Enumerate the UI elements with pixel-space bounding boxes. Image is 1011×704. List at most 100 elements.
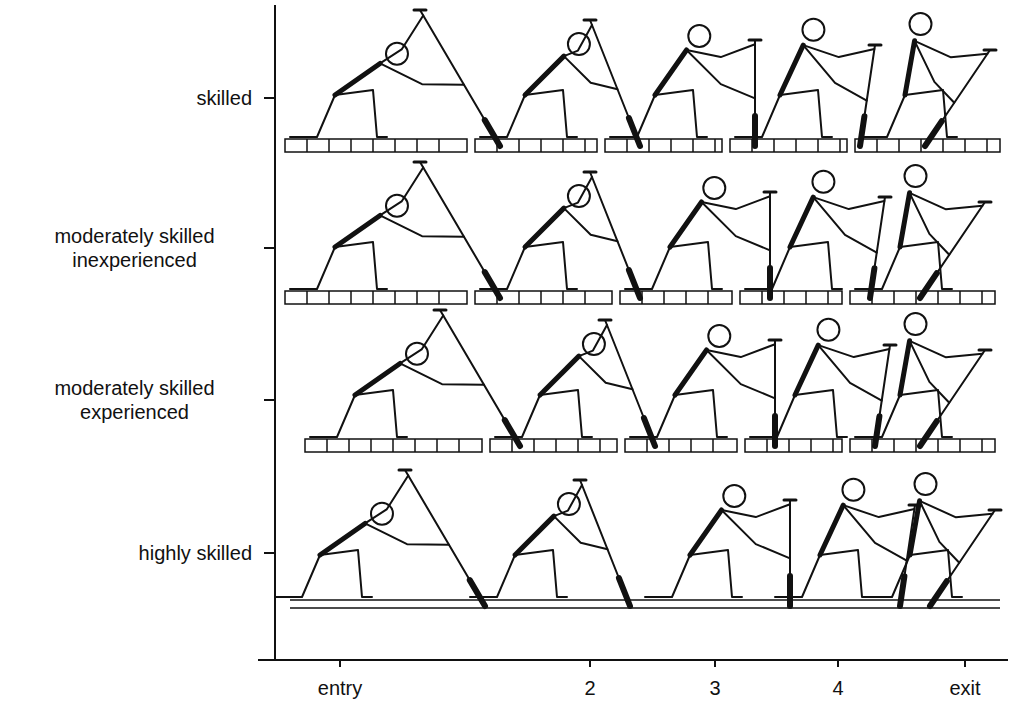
arm <box>365 475 408 523</box>
hull-segment <box>518 139 520 152</box>
hull-segment <box>438 139 440 152</box>
hull-segment <box>562 139 564 152</box>
x-tick <box>589 660 591 667</box>
arm <box>702 196 770 209</box>
head <box>842 479 864 501</box>
torso <box>540 356 579 395</box>
paddle-shaft <box>590 172 640 298</box>
arm <box>702 202 770 250</box>
x-tick <box>837 660 839 667</box>
torso <box>820 505 843 555</box>
hull-segment <box>511 439 513 452</box>
hull-band <box>740 291 842 304</box>
rear-leg <box>290 247 335 289</box>
hull-segment <box>832 439 834 452</box>
rear-leg <box>290 95 335 137</box>
paddle-shaft <box>605 320 655 446</box>
hull-segment <box>646 439 648 452</box>
torso <box>905 41 915 95</box>
hull-segment <box>761 291 763 304</box>
hull-segment <box>986 139 988 152</box>
hull-segment <box>584 291 586 304</box>
hull-segment <box>577 439 579 452</box>
torso <box>795 345 818 395</box>
hull-segment <box>685 291 687 304</box>
row-label: highly skilled <box>139 541 252 565</box>
paddler-figure <box>290 162 500 298</box>
paddler-figure <box>480 20 640 146</box>
torso <box>675 350 707 395</box>
arm <box>687 44 755 57</box>
hull-segment <box>817 139 819 152</box>
hull-segment <box>438 291 440 304</box>
hull-segment <box>714 139 716 152</box>
arm <box>400 363 484 384</box>
paddler-figure <box>470 480 630 606</box>
rear-leg <box>470 555 515 597</box>
hull-segment <box>773 139 775 152</box>
arm <box>380 215 464 236</box>
rear-leg <box>495 395 540 437</box>
rear-leg <box>610 95 655 137</box>
hull-segment <box>306 291 308 304</box>
y-tick <box>264 399 275 401</box>
paddle-grip <box>989 509 1001 512</box>
paddle-blade <box>787 576 793 606</box>
torso <box>910 501 920 555</box>
arm <box>818 345 889 357</box>
hull-segment <box>893 439 895 452</box>
torso <box>320 523 365 555</box>
torso <box>900 193 910 247</box>
hull-segment <box>414 439 416 452</box>
paddle-grip <box>979 201 991 204</box>
rear-leg <box>855 247 900 289</box>
paddle-grip <box>434 309 446 312</box>
stroke-row <box>285 10 1000 152</box>
hull-band <box>745 439 842 452</box>
stroke-row <box>305 310 995 452</box>
hull-segment <box>915 291 917 304</box>
rear-leg <box>645 555 690 597</box>
arm <box>554 516 608 549</box>
paddler-figure <box>855 313 991 446</box>
hull-segment <box>915 439 917 452</box>
rear-leg <box>745 247 790 289</box>
paddle-grip <box>749 39 761 42</box>
paddle-blade <box>875 416 879 446</box>
hull-segment <box>328 291 330 304</box>
front-leg <box>320 550 372 597</box>
paddler-figure <box>290 10 500 146</box>
paddler-figure <box>275 470 485 606</box>
paddle-grip <box>584 19 596 22</box>
rear-leg <box>775 555 820 597</box>
hull-segment <box>370 439 372 452</box>
paddle-shaft <box>405 470 485 606</box>
hull-segment <box>584 139 586 152</box>
hull-segment <box>959 439 961 452</box>
axis-label: 4 <box>832 676 843 700</box>
paddle-blade <box>870 268 874 298</box>
hull-segment <box>350 139 352 152</box>
head <box>802 19 824 41</box>
arm <box>687 50 755 98</box>
rear-leg <box>480 95 525 137</box>
paddle-blade <box>470 580 485 606</box>
paddle-grip <box>414 9 426 12</box>
axis-label: exit <box>949 676 980 700</box>
axis-label: 3 <box>709 676 720 700</box>
hull-segment <box>540 139 542 152</box>
hull-band <box>730 139 847 152</box>
x-tick <box>714 660 716 667</box>
hull-segment <box>827 291 829 304</box>
paddle-shaft <box>580 480 630 606</box>
hull-segment <box>712 439 714 452</box>
paddle-grip <box>414 161 426 164</box>
paddle-grip <box>769 339 781 342</box>
hull-segment <box>942 139 944 152</box>
paddle-blade <box>900 576 904 606</box>
torso <box>790 197 813 247</box>
paddler-figure <box>735 19 881 146</box>
hull-band <box>285 291 467 304</box>
